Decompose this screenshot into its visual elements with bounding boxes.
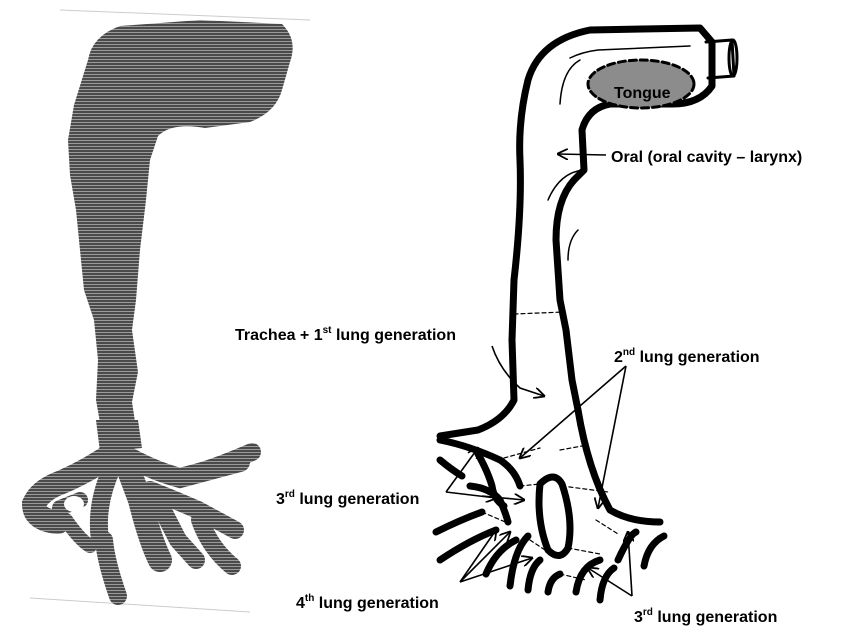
central-loop (539, 477, 570, 556)
branch-4th-d (548, 574, 560, 592)
label-gen2-rest: lung generation (635, 349, 759, 366)
oral-inner-line-2 (560, 60, 580, 104)
trachea-left-wall (440, 280, 514, 436)
oral-right-wall (556, 180, 578, 410)
label-gen3r-rest: lung generation (653, 609, 777, 626)
label-gen2-sup: nd (623, 347, 635, 358)
label-gen4-sup: th (305, 593, 314, 604)
label-2nd-generation: 2nd lung generation (614, 347, 760, 366)
label-3rd-generation-right: 3rd lung generation (634, 607, 777, 626)
generation-boundaries (442, 430, 618, 580)
label-trachea-rest: lung generation (332, 327, 456, 344)
scan-bronchi (34, 450, 252, 596)
branch-4th-c (528, 560, 540, 590)
oral-inner-line (570, 46, 690, 58)
branch-right-low-c (618, 532, 636, 560)
arrow-oral (558, 154, 606, 155)
label-oral: Oral (oral cavity – larynx) (611, 149, 802, 166)
label-gen3r-sup: rd (643, 607, 653, 618)
scan-oral-cavity (68, 20, 293, 434)
label-gen3l-rest: lung generation (295, 491, 419, 508)
label-4th-generation: 4th lung generation (296, 593, 439, 612)
label-gen4-num: 4 (296, 595, 305, 612)
label-trachea-1st-generation: Trachea + 1st lung generation (235, 325, 456, 344)
branch-right-low-a (576, 560, 600, 592)
trachea-boundary-dashed (514, 312, 564, 314)
label-gen4-rest: lung generation (314, 595, 438, 612)
ct-airway-scan (30, 10, 310, 612)
arrow-trachea (492, 346, 544, 396)
label-tongue: Tongue (614, 85, 671, 102)
label-trachea-part: Trachea + 1 (235, 327, 323, 344)
label-gen3r-num: 3 (634, 609, 643, 626)
label-gen3l-sup: rd (285, 489, 295, 500)
label-gen3l-num: 3 (276, 491, 285, 508)
branch-right-end (644, 536, 664, 566)
label-gen2-num: 2 (614, 349, 623, 366)
scan-branch-gap (64, 496, 84, 512)
scan-bottom-edge-line (30, 598, 250, 612)
right-main-bronchus (578, 410, 660, 522)
larynx-fold-2 (568, 230, 578, 260)
airway-schematic (436, 28, 737, 600)
branch-left-low (436, 512, 482, 532)
label-3rd-generation-left: 3rd lung generation (276, 489, 419, 508)
scan-top-edge-line (60, 10, 310, 20)
